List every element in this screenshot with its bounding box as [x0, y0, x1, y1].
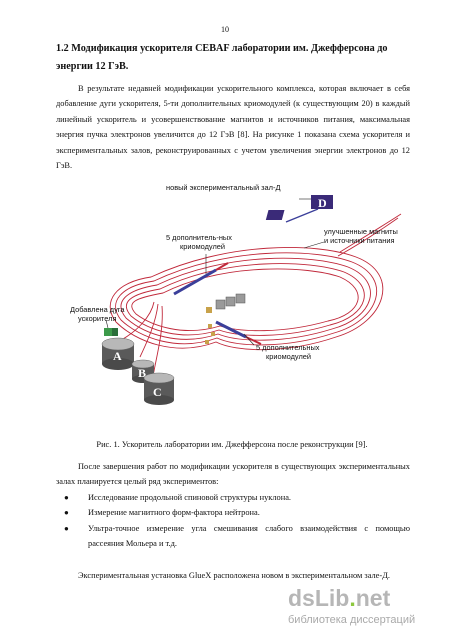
callout-lines	[105, 198, 325, 346]
dslib-logo: dsLib.net	[288, 585, 391, 611]
intro-paragraph: В результате недавней модификации ускори…	[56, 84, 410, 171]
hall-c: C	[143, 372, 175, 405]
bullet-icon: ●	[64, 523, 69, 533]
accelerator-figure: D A	[56, 182, 408, 432]
figure-caption: Рис. 1. Ускоритель лаборатории им. Джефф…	[96, 440, 368, 449]
section-heading: 1.2 Модификация ускорителя CEBAF лаборат…	[56, 43, 388, 72]
cryomodule-linac-bottom	[215, 320, 262, 345]
label-new-hall: новый экспериментальный зал-Д	[166, 183, 280, 192]
list-item-text: Ультра-точное измерение угла смешивания …	[88, 523, 410, 549]
label-cryomodules-top-2: криомодулей	[180, 242, 225, 251]
accelerator-diagram: D A	[70, 183, 402, 405]
list-item: ● Измерение магнитного форм-фактора нейтр…	[60, 505, 410, 520]
hall-d-letter: D	[318, 196, 327, 210]
label-magnets-2: и источники питания	[324, 236, 395, 245]
hall-a: A	[101, 337, 135, 370]
list-item-text: Исследование продольной спиновой структу…	[88, 493, 292, 502]
beamline-loops	[109, 213, 402, 383]
label-arc-1: Добавлена дуга	[70, 305, 125, 314]
hall-c-letter: C	[153, 385, 162, 399]
list-item: ● Ультра-точное измерение угла смешивания…	[60, 521, 410, 552]
new-arc-marker	[104, 328, 118, 336]
label-cryomodules-bottom-2: криомодулей	[266, 352, 311, 361]
page-number: 10	[221, 25, 229, 34]
hall-d-extraction-line	[285, 208, 319, 223]
bullet-icon: ●	[64, 508, 69, 518]
label-magnets-1: улучшенные магниты	[324, 227, 398, 236]
dslib-tagline: библиотека диссертаций	[288, 614, 416, 626]
gluex-paragraph: Экспериментальная установка GlueX распол…	[78, 571, 390, 580]
list-item: ● Исследование продольной спиновой структ…	[60, 490, 410, 505]
label-cryomodules-bottom-1: 5 дополнительных	[256, 343, 320, 352]
list-item-text: Измерение магнитного форм-фактора нейтро…	[88, 508, 260, 518]
experiments-list: ● Исследование продольной спиновой структ…	[60, 490, 410, 552]
hall-d: D	[265, 195, 333, 220]
label-arc-2: ускорителя	[78, 314, 116, 323]
hall-a-letter: A	[113, 349, 122, 363]
hall-b-letter: B	[138, 366, 146, 380]
injector-blocks	[205, 293, 246, 344]
cryomodule-linac-top	[173, 262, 229, 296]
dslib-watermark: dsLib.net библиотека диссертаций	[288, 585, 448, 635]
experiments-paragraph: После завершения работ по модификации ус…	[56, 462, 410, 487]
label-cryomodules-top-1: 5 дополнитель-ных	[166, 233, 232, 242]
bullet-icon: ●	[64, 493, 69, 502]
